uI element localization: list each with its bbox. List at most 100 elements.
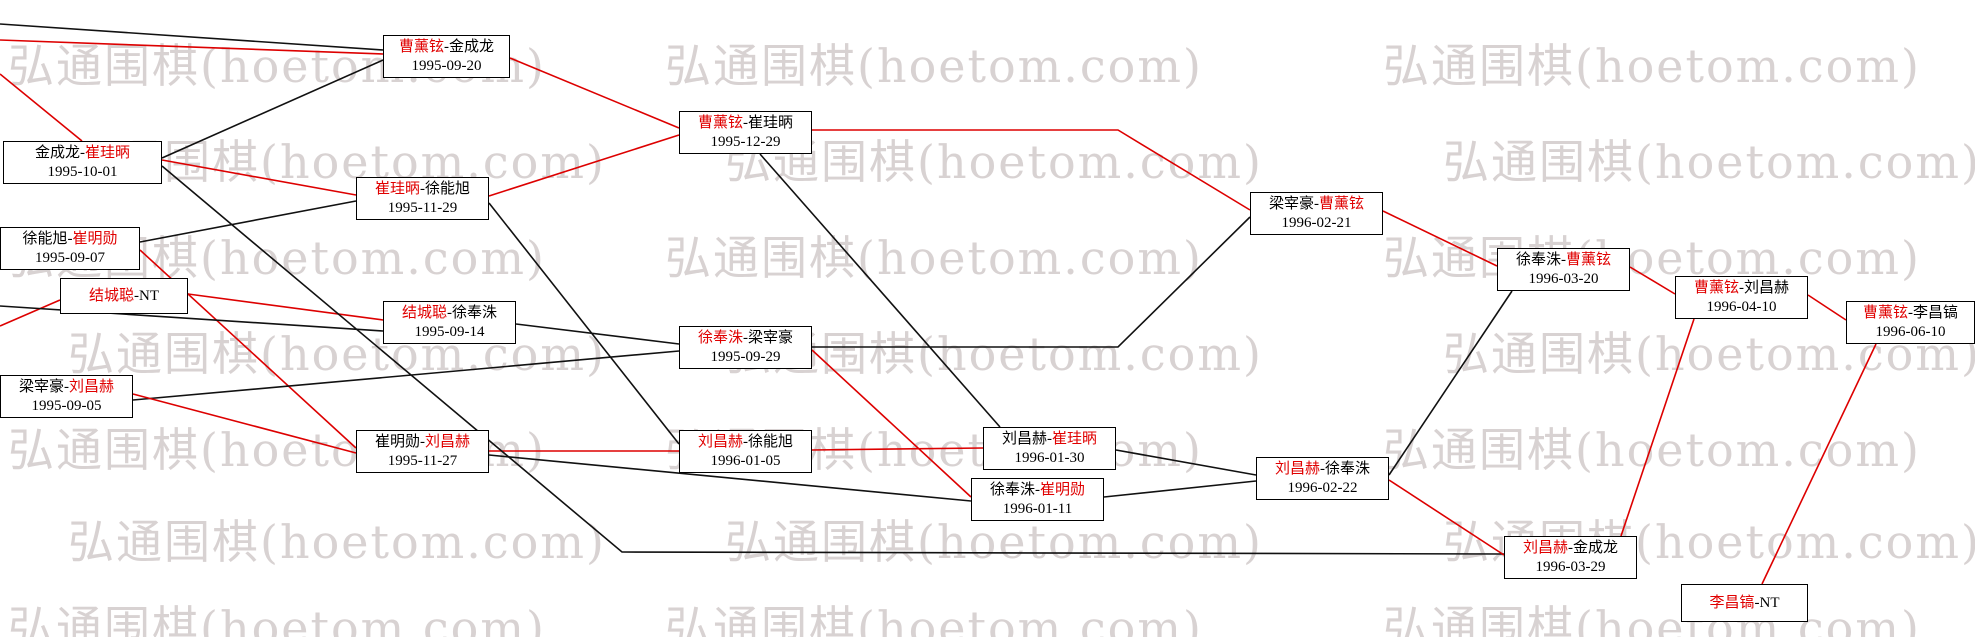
player-name-2: 曹薰铉 xyxy=(1319,195,1365,212)
player-name-2: 李昌镐 xyxy=(1913,304,1959,321)
match-date: 1995-12-29 xyxy=(710,133,781,150)
bracket-line-black xyxy=(488,202,680,445)
match-date: 1996-03-29 xyxy=(1535,558,1606,575)
match-date: 1995-11-29 xyxy=(387,199,458,216)
match-players: 曹薰铉-崔珪昞 xyxy=(698,114,793,133)
player-name-1: 刘昌赫 xyxy=(1522,539,1568,556)
match-players: 结城聪-徐奉洙 xyxy=(402,304,497,323)
player-name-2: 徐能旭 xyxy=(425,180,471,197)
vs-dash: - xyxy=(420,433,425,450)
player-name-2: 刘昌赫 xyxy=(1744,279,1790,296)
bracket-line-red xyxy=(812,129,1251,211)
match-players: 梁宰豪-曹薰铉 xyxy=(1269,195,1364,214)
player-name-2: 金成龙 xyxy=(1573,539,1619,556)
vs-dash: - xyxy=(80,144,85,161)
player-name-2: 崔明勋 xyxy=(1040,481,1086,498)
player-name-2: 崔珪昞 xyxy=(748,114,794,131)
player-name-2: 崔珪昞 xyxy=(85,144,131,161)
vs-dash: - xyxy=(1754,594,1760,611)
watermark-text: 弘通围棋(hoetom.com) xyxy=(665,601,1203,637)
vs-dash: - xyxy=(420,180,425,197)
match-box-g17: 刘昌赫-金成龙 1996-03-29 xyxy=(1504,536,1637,579)
match-players: 徐奉洙-梁宰豪 xyxy=(698,329,793,348)
vs-dash: - xyxy=(743,329,748,346)
bracket-line-red xyxy=(0,299,61,327)
bracket-line-black xyxy=(0,23,384,51)
watermark-text: 弘通围棋(hoetom.com) xyxy=(1383,231,1921,285)
watermark-text: 弘通围棋(hoetom.com) xyxy=(725,515,1263,569)
player-name-1: 曹薰铉 xyxy=(398,38,444,55)
bracket-line-red xyxy=(811,447,984,451)
match-players: 结城聪-NT xyxy=(89,287,159,306)
match-players: 崔珪昞-徐能旭 xyxy=(375,180,470,199)
bracket-line-red xyxy=(0,39,384,55)
bracket-line-black xyxy=(161,165,1505,555)
bracket-line-black xyxy=(132,350,680,401)
bracket-line-black xyxy=(1388,290,1513,476)
vs-dash: - xyxy=(1568,539,1573,556)
vs-dash: - xyxy=(1320,460,1325,477)
match-players: 徐奉洙-曹薰铉 xyxy=(1516,251,1611,270)
bracket-line-red xyxy=(132,393,357,454)
bracket-line-red xyxy=(0,73,83,142)
player-name-2: 梁宰豪 xyxy=(748,329,794,346)
bracket-line-red xyxy=(1382,210,1498,267)
player-name-1: 崔明勋 xyxy=(374,433,420,450)
player-name-2: 徐能旭 xyxy=(748,433,794,450)
bracket-line-red xyxy=(161,159,357,196)
bracket-line-red xyxy=(187,293,384,321)
match-players: 曹薰铉-刘昌赫 xyxy=(1694,279,1789,298)
match-date: 1996-01-11 xyxy=(1002,500,1073,517)
match-players: 刘昌赫-徐能旭 xyxy=(698,433,793,452)
match-date: 1996-01-05 xyxy=(710,452,781,469)
match-players: 梁宰豪-刘昌赫 xyxy=(19,378,114,397)
player-name-2: 曹薰铉 xyxy=(1566,251,1612,268)
player-name-2: NT xyxy=(139,287,159,304)
match-players: 刘昌赫-崔珪昞 xyxy=(1002,430,1097,449)
match-date: 1996-02-22 xyxy=(1287,479,1358,496)
player-name-2: 金成龙 xyxy=(449,38,495,55)
player-name-1: 刘昌赫 xyxy=(1001,430,1047,447)
vs-dash: - xyxy=(743,114,748,131)
player-name-1: 结城聪 xyxy=(401,304,447,321)
match-date: 1995-09-05 xyxy=(31,397,102,414)
player-name-2: 徐奉洙 xyxy=(1325,460,1371,477)
player-name-1: 梁宰豪 xyxy=(18,378,64,395)
watermark-text: 弘通围棋(hoetom.com) xyxy=(1383,423,1921,477)
player-name-1: 曹薰铉 xyxy=(1693,279,1739,296)
match-date: 1996-01-30 xyxy=(1014,449,1085,466)
vs-dash: - xyxy=(1047,430,1052,447)
bracket-line-black xyxy=(515,323,680,345)
player-name-1: 徐能旭 xyxy=(22,230,68,247)
bracket-line-black xyxy=(1103,480,1257,498)
player-name-1: 结城聪 xyxy=(88,287,134,304)
match-date: 1995-09-07 xyxy=(35,249,105,266)
player-name-1: 徐奉洙 xyxy=(697,329,743,346)
player-name-2: 徐奉洙 xyxy=(452,304,498,321)
watermark-text: 弘通围棋(hoetom.com) xyxy=(1383,601,1921,637)
bracket-line-red xyxy=(1388,479,1505,556)
match-players: 李昌镐-NT xyxy=(1709,594,1779,613)
vs-dash: - xyxy=(447,304,452,321)
match-date: 1996-04-10 xyxy=(1706,298,1777,315)
watermark-text: 弘通围棋(hoetom.com) xyxy=(68,515,606,569)
match-date: 1996-02-21 xyxy=(1281,214,1352,231)
vs-dash: - xyxy=(1314,195,1319,212)
bracket-line-red xyxy=(1807,294,1847,321)
match-date: 1995-09-29 xyxy=(710,348,781,365)
match-date: 1996-06-10 xyxy=(1875,323,1946,340)
match-players: 崔明勋-刘昌赫 xyxy=(375,433,470,452)
bracket-line-black xyxy=(1115,449,1257,476)
player-name-2: NT xyxy=(1759,594,1780,611)
vs-dash: - xyxy=(1908,304,1913,321)
